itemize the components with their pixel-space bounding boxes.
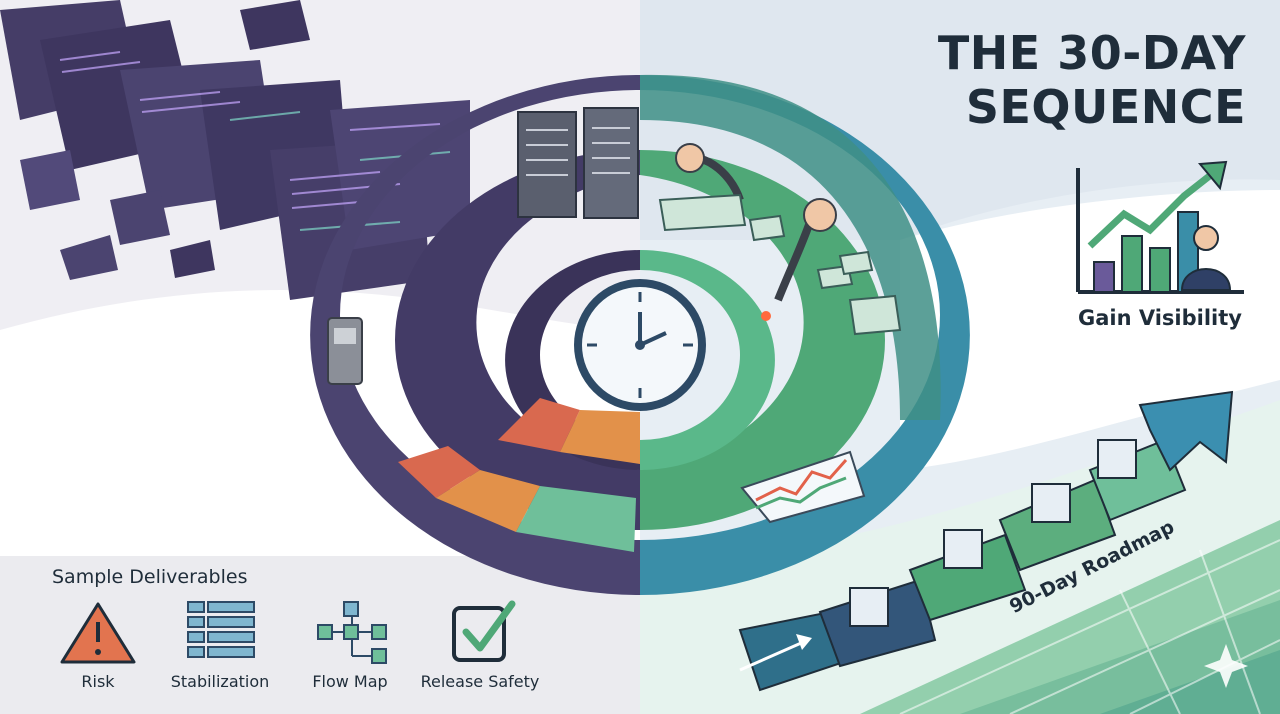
page-title: THE 30-DAY SEQUENCE (826, 26, 1246, 134)
ring-right-half (640, 74, 970, 595)
gain-visibility-label: Gain Visibility (1077, 306, 1242, 330)
hand-stylus-icon (675, 143, 837, 321)
deliverable-label-risk: Risk (81, 672, 115, 691)
trend-chart-sheet (740, 450, 866, 524)
sparkle-icon (1204, 644, 1248, 688)
legacy-device-icon (327, 317, 363, 385)
page-title-line-1: THE 30-DAY (937, 26, 1246, 80)
roadmap-cubes (849, 439, 1137, 627)
flow-map-icon (317, 601, 387, 664)
deliverable-label-release-safety: Release Safety (420, 672, 540, 691)
ring-left-half (310, 75, 640, 595)
checkbox-check-icon (452, 600, 516, 662)
deliverable-label-stabilization: Stabilization (170, 672, 270, 691)
stacked-list-icon (187, 601, 255, 658)
gain-visibility-chart-icon (1076, 160, 1244, 294)
roadmap-arrow (738, 390, 1234, 692)
server-rack-icon (517, 107, 639, 219)
clock-icon (574, 279, 706, 411)
deliverables-title: Sample Deliverables (52, 566, 248, 588)
deliverable-label-flow-map: Flow Map (312, 672, 388, 691)
floating-tiles (658, 193, 902, 336)
page-title-line-2: SEQUENCE (965, 80, 1246, 134)
warning-triangle-icon (60, 602, 136, 664)
